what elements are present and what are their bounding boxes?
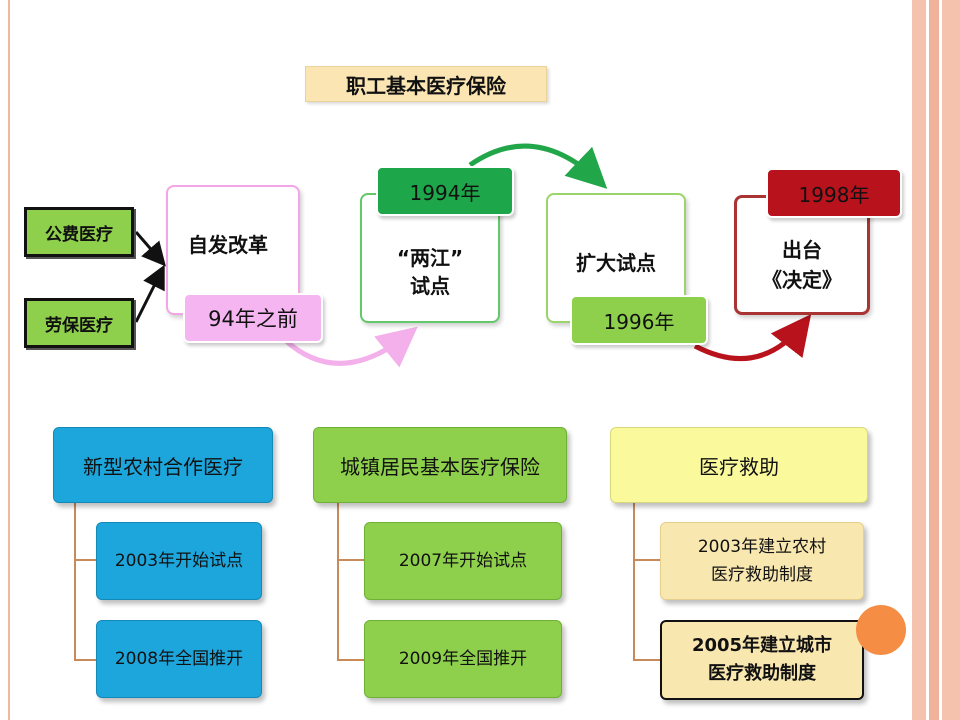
item-line: 医疗救助制度 <box>707 663 816 684</box>
tag-before-94: 94年之前 <box>183 293 323 343</box>
right-stripe <box>912 0 926 720</box>
connector-nongcun <box>74 503 96 661</box>
arrow-laobao <box>134 264 165 323</box>
source-gongfei: 公费医疗 <box>24 207 134 257</box>
tag-1998: 1998年 <box>766 168 902 218</box>
item-rural-2003: 2003年开始试点 <box>96 522 262 600</box>
right-stripe <box>942 0 960 720</box>
right-stripe <box>926 0 929 720</box>
stage-label: 扩大试点 <box>576 251 656 275</box>
stage-label: “两江” <box>396 246 464 270</box>
item-line: 2005年建立城市 <box>691 635 833 656</box>
item-aid-2005: 2005年建立城市 医疗救助制度 <box>660 620 864 700</box>
item-urban-2009: 2009年全国推开 <box>364 620 562 698</box>
tag-1994: 1994年 <box>376 166 514 216</box>
stage-label: 自发改革 <box>188 233 268 257</box>
connector-jiuzhu <box>633 503 660 661</box>
item-line: 医疗救助制度 <box>710 565 813 585</box>
category-rural-coop: 新型农村合作医疗 <box>53 427 273 503</box>
source-laobao: 劳保医疗 <box>24 298 134 348</box>
arrow-curve-pink <box>283 326 418 368</box>
item-line: 2003年建立农村 <box>697 537 827 557</box>
arrow-curve-green <box>468 143 608 189</box>
page-title: 职工基本医疗保险 <box>305 66 547 102</box>
category-urban-resident: 城镇居民基本医疗保险 <box>313 427 567 503</box>
stage-label: 出台 <box>782 238 822 262</box>
item-rural-2008: 2008年全国推开 <box>96 620 262 698</box>
stage-label: 《决定》 <box>762 268 842 292</box>
right-stripe <box>929 0 939 720</box>
item-aid-2003: 2003年建立农村 医疗救助制度 <box>660 522 864 600</box>
stage-label: 试点 <box>409 274 450 298</box>
category-medical-aid: 医疗救助 <box>610 427 868 503</box>
tag-1996: 1996年 <box>570 295 708 345</box>
left-border <box>8 0 10 720</box>
right-stripe <box>939 0 942 720</box>
connector-chengzhen <box>337 503 364 661</box>
arrow-gongfei <box>134 231 166 267</box>
orange-dot-decoration <box>856 605 906 655</box>
item-urban-2007: 2007年开始试点 <box>364 522 562 600</box>
arrow-curve-red <box>693 314 812 361</box>
